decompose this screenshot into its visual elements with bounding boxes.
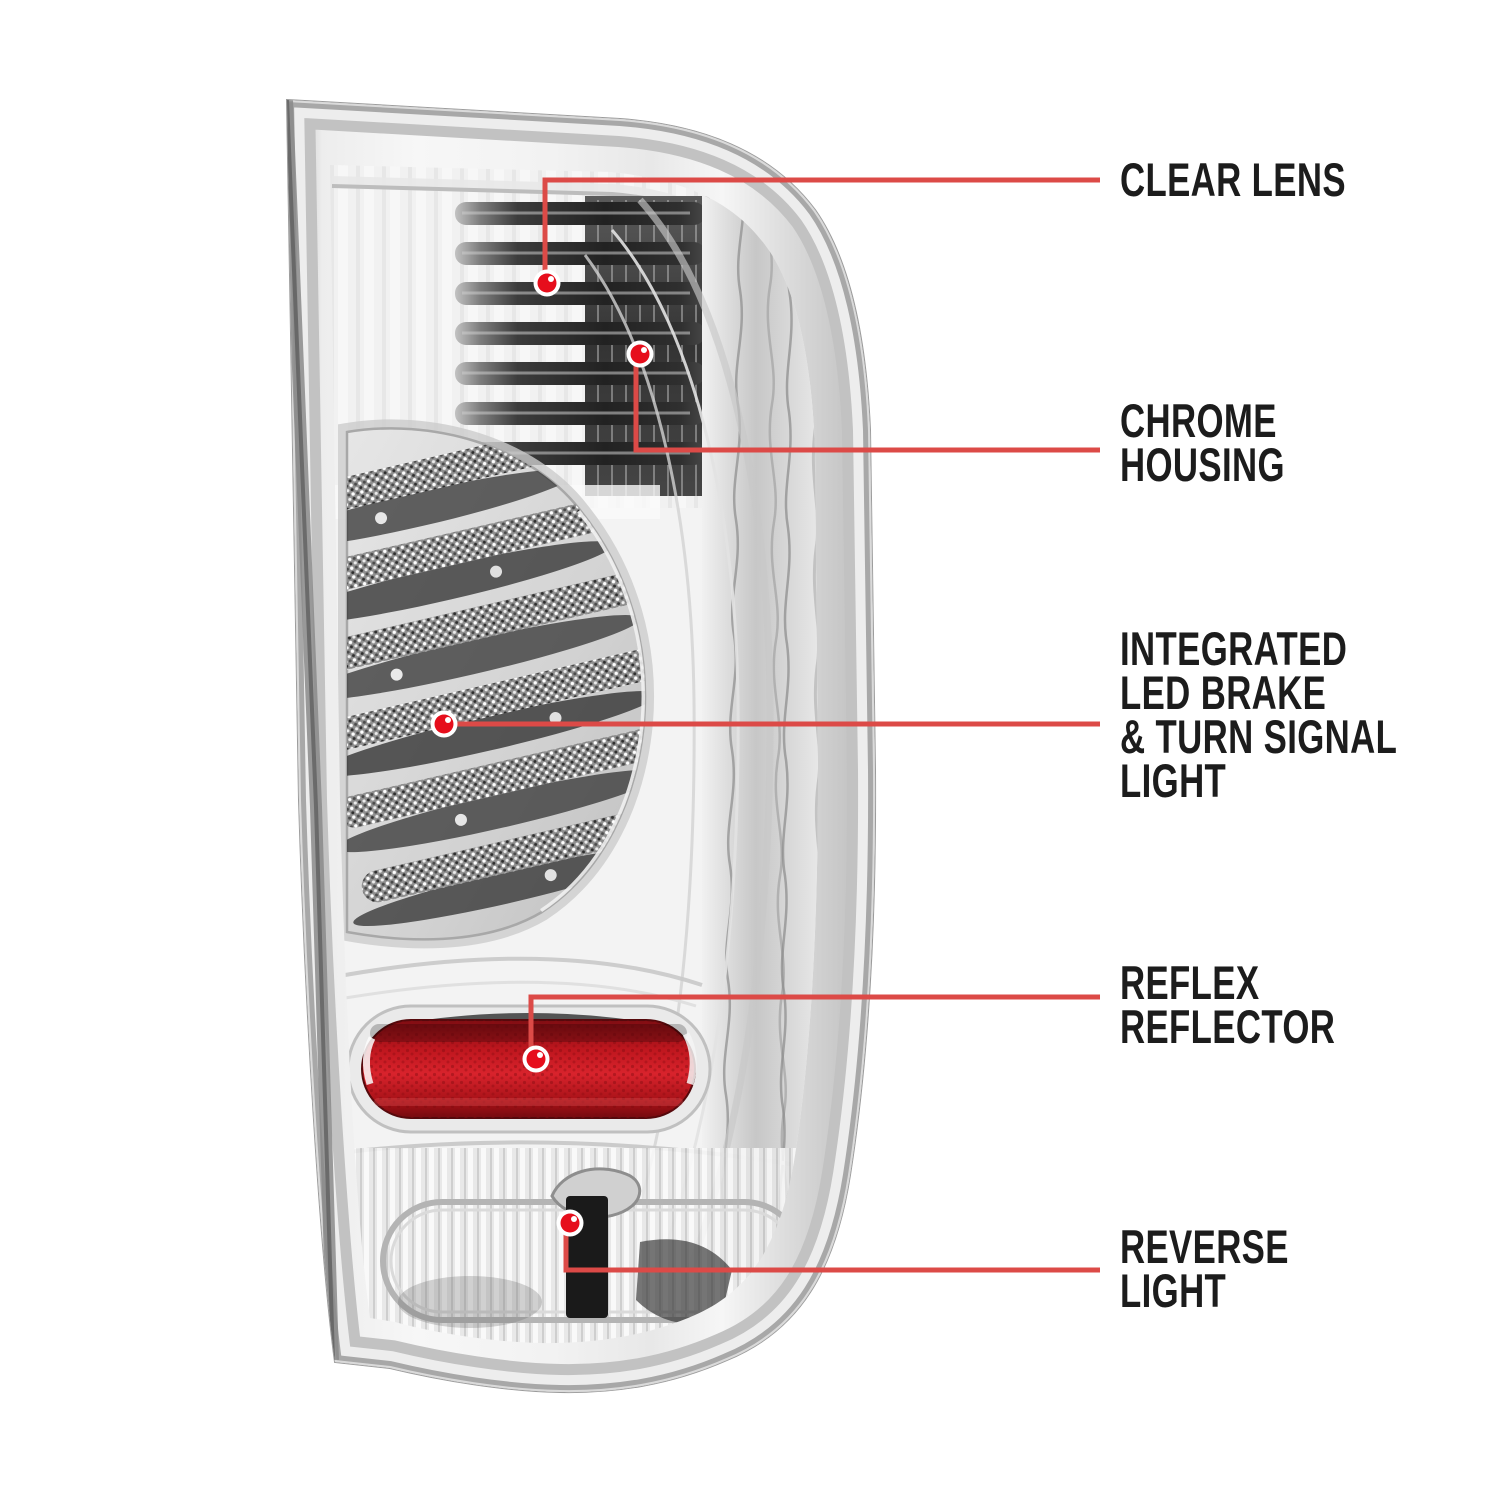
callout-line-clear-lens [542, 177, 1100, 283]
callout-markers [430, 269, 654, 1237]
callout-label-reverse-light: REVERSE LIGHT [1120, 1220, 1289, 1317]
lamp-body [285, 98, 877, 1394]
callout-dot-clear-lens [533, 269, 561, 297]
callout-dot-reverse-light [556, 1209, 584, 1237]
callout-line-reverse-light [563, 1223, 1100, 1273]
clear-lens [330, 165, 818, 1344]
reflex-reflector-lens [346, 1004, 712, 1134]
callout-label-reflex-reflector: REFLEX REFLECTOR [1120, 956, 1336, 1053]
chrome-rim [287, 100, 876, 1393]
callout-dot-led-brake-turn [430, 710, 458, 738]
callout-label-chrome-housing: CHROME HOUSING [1120, 394, 1285, 491]
callout-dot-reflex-reflector [522, 1045, 550, 1073]
callout-label-clear-lens: CLEAR LENS [1120, 153, 1346, 206]
callout-line-chrome-housing [633, 354, 1100, 453]
callout-line-reflex-reflector [528, 994, 1100, 1059]
callout-label-led-brake-turn: INTEGRATED LED BRAKE & TURN SIGNAL LIGHT [1120, 622, 1397, 807]
callout-lines [444, 177, 1100, 1273]
callout-dot-chrome-housing [626, 340, 654, 368]
